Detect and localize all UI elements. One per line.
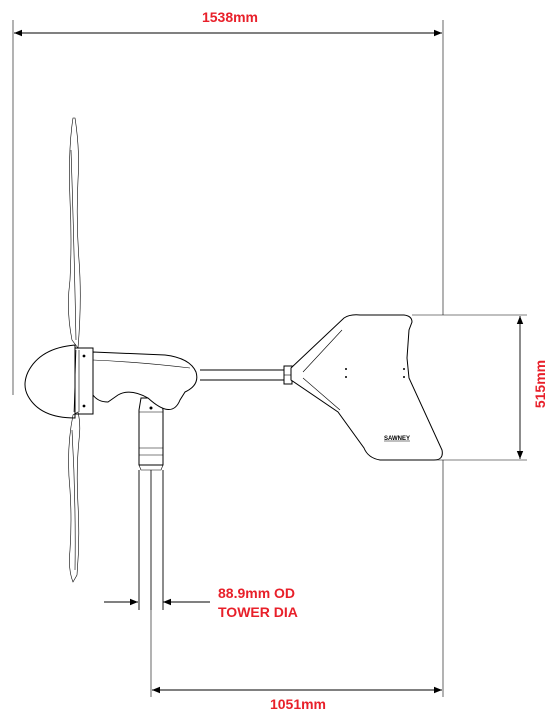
tower-to-tail-dimension: 1051mm (150, 460, 444, 712)
vane-height-dimension: 515mm (412, 314, 548, 461)
tail-boom (200, 365, 298, 385)
overall-width-label: 1538mm (202, 9, 258, 25)
tower-diameter-dimension: 88.9mm OD TOWER DIA (104, 585, 298, 620)
blade-hub (74, 347, 94, 415)
tower-diameter-label-line1: 88.9mm OD (218, 585, 295, 601)
overall-width-dimension: 1538mm (12, 9, 444, 395)
nose-cone (24, 344, 76, 419)
tail-brand-label: SAWNEY (384, 436, 410, 442)
rotor-blades (68, 117, 81, 583)
tower-diameter-label-line2: TOWER DIA (218, 604, 298, 620)
nacelle (92, 351, 198, 410)
tail-vane: SAWNEY (290, 314, 443, 461)
tower-to-tail-label: 1051mm (270, 696, 326, 712)
tower (138, 397, 164, 610)
vane-height-label: 515mm (532, 360, 548, 408)
